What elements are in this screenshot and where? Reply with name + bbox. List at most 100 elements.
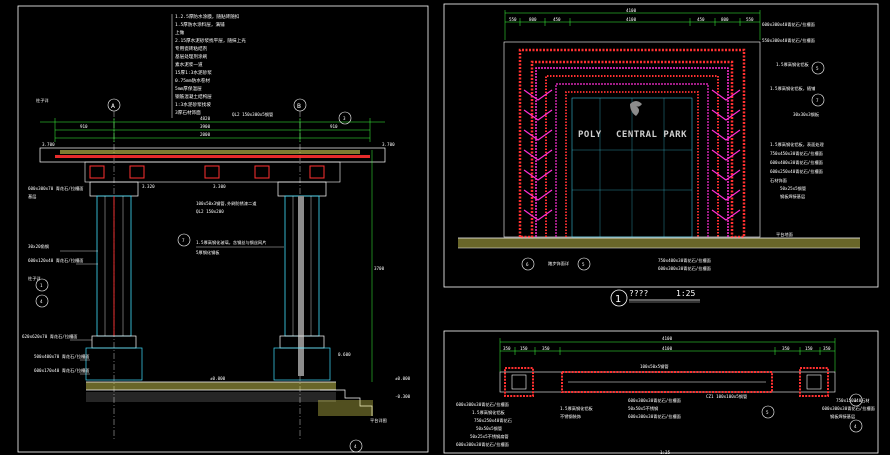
right-bottom-viewport-frame — [443, 330, 879, 454]
note-line: 550x300x40青花石/拉槽面 — [762, 37, 815, 44]
callout-text: 100x50x3钢管,外刷防锈漆二道 — [196, 200, 257, 207]
callout-bubble — [849, 419, 863, 433]
callout-text: 600x300x70 青花石/拉槽面 — [28, 185, 83, 192]
callout-number: 5 — [766, 410, 769, 415]
elevation-ground-hatch — [458, 238, 860, 248]
steps-hatch — [318, 400, 373, 416]
ground-tag: 平台地面 — [776, 231, 793, 238]
callout-number: 5 — [816, 66, 819, 71]
note-line: 600x300x30青花石/拉槽面 — [628, 397, 681, 404]
column-capital-right — [277, 181, 327, 197]
beam-steel — [129, 165, 145, 179]
right-column-core — [298, 196, 304, 376]
level-mark: ±0.000 — [395, 376, 411, 381]
callout-text: 500x400x70 青花石/拉槽面 — [34, 353, 89, 360]
note-line: CZ1 100x100x5钢管 — [706, 393, 747, 400]
platform-tag: 平台详图 — [370, 417, 387, 424]
dim-label: 550 — [746, 17, 754, 22]
dim-label: 550 — [509, 17, 517, 22]
callout-number: 7 — [182, 238, 185, 243]
callout-bubble — [35, 278, 49, 292]
note-line: 600x300x30青花石/拉槽面 — [628, 413, 681, 420]
callout-text: 柱子详 — [36, 97, 49, 104]
note-line: 600x300x30青花石/拉槽面 — [456, 401, 509, 408]
dim-label: 350 — [782, 346, 790, 351]
note-line: 600x400x30青花石/拉槽面 — [770, 159, 823, 166]
callout-number: 1 — [40, 283, 43, 288]
note-line: 1:3水泥砂浆找坡 — [175, 101, 211, 108]
left-viewport-frame — [17, 5, 429, 453]
dim-label: 4100 — [662, 346, 673, 351]
note-line: 1.5厚高钢化铝板 — [560, 405, 594, 412]
gate-outer-band — [518, 48, 746, 239]
note-line: 钢板焊接基层 — [830, 413, 855, 420]
callout-bubble — [761, 405, 775, 419]
bottom-plan-drawing: 4100 350 150 350 4100 350 150 350 100x50… — [456, 336, 875, 455]
note-line: 3厚石材饰面 — [175, 109, 201, 116]
ground-hatch — [86, 382, 336, 390]
top-dimension-chain — [40, 118, 385, 142]
dim-label: 3700 — [374, 266, 385, 271]
callout-text: 30x20角钢 — [28, 243, 49, 250]
axis-a-label: A — [111, 102, 115, 110]
note-line: 600x300x30青花石/拉槽面 — [658, 265, 711, 272]
dim-label: 800 — [721, 17, 729, 22]
level-mark: 3.300 — [213, 184, 226, 189]
plan-beam — [561, 371, 773, 393]
figure-title: ???? — [629, 289, 648, 298]
roof-membrane — [55, 155, 370, 158]
dim-label: 2000 — [200, 132, 211, 137]
figure-scale: 1:25 — [676, 289, 695, 298]
beam-steel — [89, 165, 105, 179]
note-line: 1.5厚防水涂料层，满铺 — [175, 21, 225, 28]
note-line: 1.5厚高钢化铝板，表面处理 — [770, 141, 824, 148]
left-callouts: 600x300x70 青花石/拉槽面 基层 30x20角钢 600x120x40… — [22, 185, 98, 375]
callout-text: 600x120x40 青花石/拉槽面 — [28, 257, 83, 264]
construction-notes: 1.2.5厚防水涂膜，随贴砖随扣 1.5厚防水涂料层，满铺 上做 2.15厚水泥… — [171, 13, 246, 118]
plinth-left — [85, 347, 143, 381]
dim-label: 4100 — [626, 8, 637, 13]
note-line: 600x300x30青花石/拉槽面 — [822, 405, 875, 412]
callout-bubble — [811, 93, 825, 107]
floor-level: ±0.000 — [210, 376, 226, 381]
dim-label: 910 — [330, 124, 338, 129]
note-line: 1.5厚高钢化铝板，随铺 — [770, 85, 815, 92]
beam-steel — [254, 165, 270, 179]
dim-label: 450 — [553, 17, 561, 22]
plan-column-right — [799, 367, 829, 397]
level-mark: 3.700 — [382, 142, 395, 147]
callout-bubble — [177, 233, 191, 247]
chevron-pattern-right — [711, 89, 741, 221]
dim-label: 800 — [529, 17, 537, 22]
beam-steel — [309, 165, 325, 179]
note-line: 600x300x40青花石/拉槽面 — [762, 21, 815, 28]
callout-number: 4 — [854, 424, 857, 429]
right-top-viewport-frame — [443, 3, 879, 288]
dim-label: 150 — [520, 346, 528, 351]
plan-caption: 1:25 — [660, 450, 671, 455]
level-mark: 3.320 — [142, 184, 155, 189]
callout-bubble — [849, 393, 863, 407]
elevation-notes-right: 600x300x40青花石/拉槽面 550x300x40青花石/拉槽面 1.5厚… — [762, 21, 824, 200]
note-line: 踏步饰面详 — [548, 260, 569, 267]
note-line: 30x30x3钢板 — [793, 111, 820, 118]
beam-steel — [204, 165, 220, 179]
elevation-dim-chain — [504, 10, 761, 40]
gate-band-2 — [535, 67, 729, 237]
level-mark: 3.700 — [42, 142, 55, 147]
callout-number: 3 — [343, 116, 346, 121]
note-line: 1.5厚高钢化铝板 — [776, 61, 810, 68]
callout-text: 620x620x70 青花石/拉槽面 — [22, 333, 77, 340]
steps-outline — [320, 389, 373, 416]
dim-label: 4100 — [626, 17, 637, 22]
dim-label: 4100 — [662, 336, 673, 341]
gate-band-5 — [565, 91, 699, 237]
note-line: 50x25x5钢管 — [780, 185, 806, 192]
chevron-pattern-left — [523, 89, 553, 221]
axis-b-label: B — [297, 102, 301, 110]
note-line: 750x250x40青花石 — [474, 417, 512, 424]
note-line: 2.15厚水泥砂浆找平层，随抹上光 — [175, 37, 246, 44]
dim-label: 350 — [503, 346, 511, 351]
note-line: 1.5厚高钢化铝板 — [472, 409, 506, 416]
